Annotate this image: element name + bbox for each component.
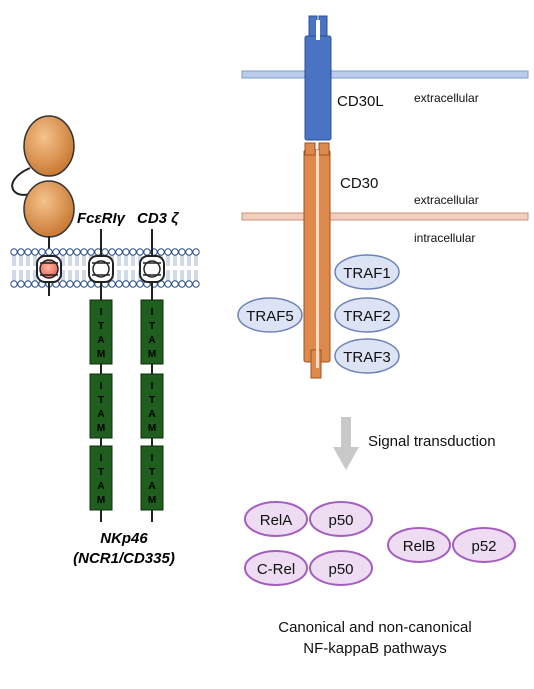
extracellular-label-top: extracellular [414, 91, 479, 105]
svg-text:M: M [97, 423, 105, 434]
traf2-label: TRAF2 [343, 308, 391, 325]
relb-label: RelB [403, 538, 436, 555]
svg-text:A: A [97, 409, 104, 420]
nkp46-transmembrane [36, 255, 62, 283]
svg-text:A: A [97, 335, 104, 346]
membrane-line-middle [241, 212, 529, 221]
transmembrane-domains [36, 229, 165, 300]
cd3z-transmembrane [139, 229, 165, 283]
pathway-caption: Canonical and non-canonical NF-kappaB pa… [220, 617, 530, 659]
caption-line-2: NF-kappaB pathways [303, 640, 447, 657]
traf1: TRAF1 [334, 254, 400, 290]
ig-domain-bottom [23, 180, 75, 238]
cd30l-ligand [304, 15, 332, 141]
svg-text:M: M [148, 495, 156, 506]
cd30-receptor [303, 142, 331, 379]
nkp46-alias-label: (NCR1/CD335) [73, 550, 175, 567]
svg-text:T: T [149, 395, 155, 406]
p50-label-a: p50 [328, 512, 353, 529]
svg-text:A: A [148, 409, 155, 420]
traf5: TRAF5 [237, 297, 303, 333]
ig-domain-top [23, 115, 75, 177]
fcrg-label: FcεRIγ [77, 210, 127, 227]
svg-text:I: I [151, 381, 154, 392]
fcrg-transmembrane [88, 229, 114, 283]
relb-p52-dimer: RelB p52 [387, 527, 516, 563]
intracellular-label: intracellular [414, 231, 475, 245]
traf1-label: TRAF1 [343, 265, 391, 282]
p52-label: p52 [471, 538, 496, 555]
svg-text:M: M [148, 349, 156, 360]
signal-transduction-label: Signal transduction [368, 433, 496, 450]
traf3-label: TRAF3 [343, 349, 391, 366]
svg-text:I: I [100, 307, 103, 318]
svg-text:T: T [98, 395, 104, 406]
nkp46-label: NKp46 [100, 530, 148, 547]
traf3: TRAF3 [334, 338, 400, 374]
cd30l-label: CD30L [337, 93, 384, 110]
rela-p50-dimer: RelA p50 [244, 501, 373, 537]
svg-text:I: I [151, 453, 154, 464]
svg-text:I: I [151, 307, 154, 318]
crel-p50-dimer: C-Rel p50 [244, 550, 373, 586]
traf5-label: TRAF5 [246, 308, 294, 325]
nkp46-receptor [11, 115, 75, 256]
svg-text:M: M [148, 423, 156, 434]
svg-text:A: A [148, 335, 155, 346]
svg-text:T: T [98, 467, 104, 478]
extracellular-label-mid: extracellular [414, 193, 479, 207]
svg-text:I: I [100, 453, 103, 464]
membrane-line-top [241, 70, 529, 79]
svg-text:I: I [100, 381, 103, 392]
cd3z-label: CD3 ζ [137, 210, 179, 227]
svg-text:A: A [97, 481, 104, 492]
cd30-label: CD30 [340, 175, 378, 192]
svg-text:T: T [149, 467, 155, 478]
svg-text:M: M [97, 495, 105, 506]
rela-label: RelA [260, 512, 293, 529]
crel-label: C-Rel [257, 561, 295, 578]
svg-text:T: T [98, 321, 104, 332]
caption-line-1: Canonical and non-canonical [278, 619, 472, 636]
svg-text:A: A [148, 481, 155, 492]
traf2: TRAF2 [334, 297, 400, 333]
p50-label-b: p50 [328, 561, 353, 578]
signal-arrow [333, 417, 359, 470]
svg-text:M: M [97, 349, 105, 360]
svg-text:T: T [149, 321, 155, 332]
